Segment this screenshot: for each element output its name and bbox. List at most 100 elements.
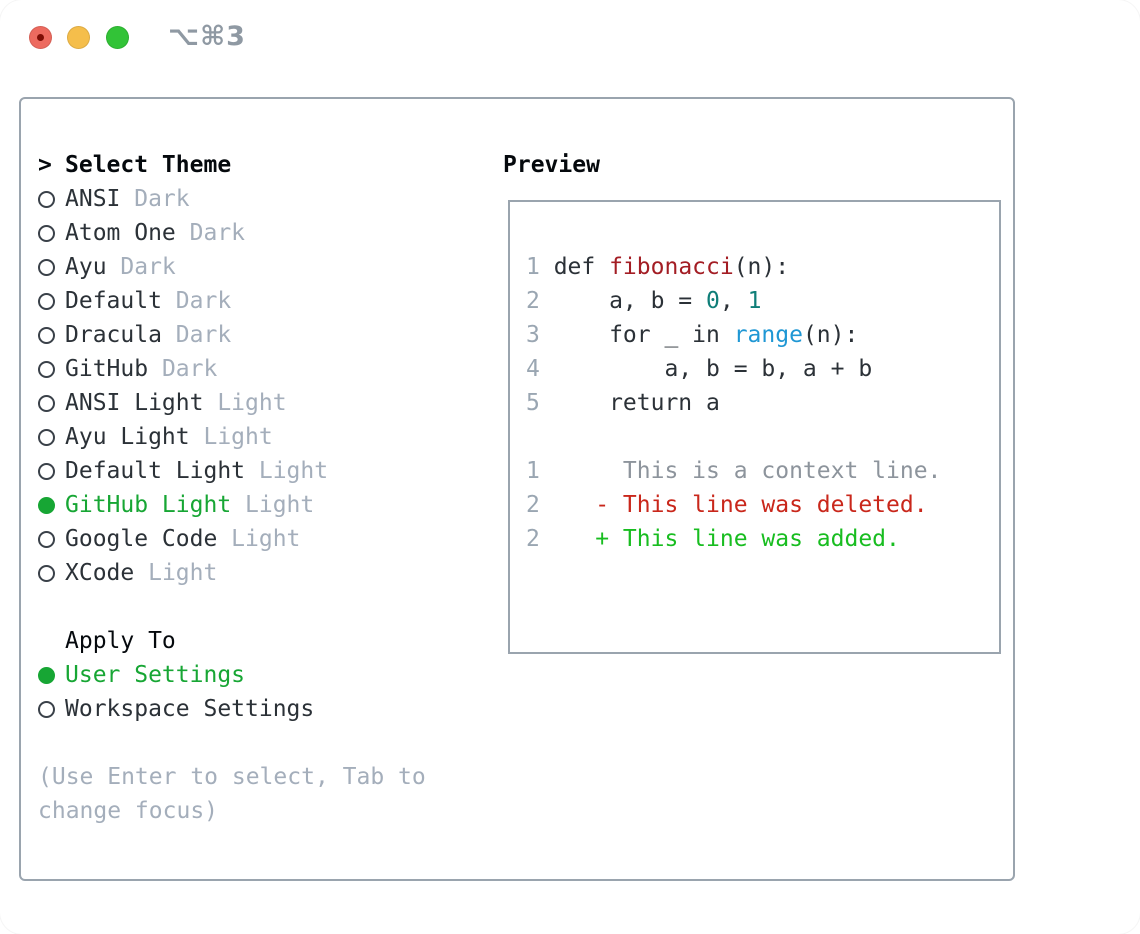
- code-token-number: 0: [706, 288, 720, 314]
- code-token-default: return a: [553, 390, 720, 416]
- theme-variant-label: Dark: [189, 220, 246, 246]
- theme-variant-label: Dark: [175, 288, 232, 314]
- code-token-default: ,: [719, 288, 748, 314]
- theme-item-ansi[interactable]: ANSI Dark: [38, 182, 426, 216]
- radio-icon: [38, 463, 55, 480]
- zoom-button[interactable]: [106, 26, 129, 49]
- code-line: 2 a, b = 0, 1: [526, 284, 999, 318]
- code-token-context: This is a context line.: [553, 458, 942, 484]
- theme-item-label: Dracula: [65, 322, 162, 348]
- theme-variant-label: Light: [217, 390, 287, 416]
- theme-item-label: ANSI Light: [65, 390, 204, 416]
- line-number: 1: [526, 458, 540, 484]
- theme-item-label: GitHub Light: [65, 492, 232, 518]
- code-token-deleted: - This line was deleted.: [595, 492, 928, 518]
- code-line: 3 for _ in range(n):: [526, 318, 999, 352]
- code-token-number: 1: [747, 288, 762, 314]
- theme-variant-label: Light: [148, 560, 218, 586]
- code-token-context: [554, 526, 596, 552]
- theme-variant-label: Dark: [161, 356, 218, 382]
- theme-variant-label: Dark: [175, 322, 232, 348]
- apply-option-label: Workspace Settings: [65, 696, 315, 722]
- code-token-default: for _ in: [553, 322, 734, 348]
- theme-item-label: ANSI: [65, 186, 121, 212]
- hint-line-1: (Use Enter to select, Tab to: [38, 764, 426, 790]
- diff-preview: 1 This is a context line.2 - This line w…: [526, 454, 999, 556]
- code-token-default: a, b =: [553, 288, 707, 314]
- radio-selected-icon: [38, 497, 55, 514]
- apply-to-title-row: Apply To: [38, 624, 426, 658]
- theme-variant-label: Dark: [120, 254, 176, 280]
- radio-selected-icon: [38, 667, 55, 684]
- line-number: 2: [526, 526, 540, 552]
- code-token-default: (n):: [802, 322, 859, 348]
- radio-icon: [38, 531, 55, 548]
- apply-option-user-settings[interactable]: User Settings: [38, 658, 426, 692]
- minimize-button[interactable]: [67, 26, 90, 49]
- close-button[interactable]: [29, 26, 52, 49]
- diff-line: 2 - This line was deleted.: [526, 488, 999, 522]
- theme-item-atom-one[interactable]: Atom One Dark: [38, 216, 426, 250]
- radio-icon: [38, 565, 55, 582]
- theme-item-github[interactable]: GitHub Dark: [38, 352, 426, 386]
- radio-icon: [38, 259, 55, 276]
- line-number: 3: [526, 322, 540, 348]
- apply-to-title: Apply To: [65, 628, 176, 654]
- radio-icon: [38, 361, 55, 378]
- picker-title-row: > Select Theme: [38, 148, 426, 182]
- theme-item-github-light[interactable]: GitHub Light Light: [38, 488, 426, 522]
- line-number: 2: [526, 288, 540, 314]
- theme-item-label: XCode: [65, 560, 135, 586]
- theme-item-default[interactable]: Default Dark: [38, 284, 426, 318]
- code-token-function: fibonacci: [609, 254, 734, 280]
- cursor-arrow-icon: >: [38, 152, 52, 178]
- radio-icon: [38, 429, 55, 446]
- title-bar: ⌥⌘3: [0, 0, 1140, 75]
- radio-icon: [38, 395, 55, 412]
- theme-item-xcode[interactable]: XCode Light: [38, 556, 426, 590]
- theme-variant-label: Dark: [134, 186, 190, 212]
- code-line: 4 a, b = b, a + b: [526, 352, 999, 386]
- code-token-default: def: [553, 254, 610, 280]
- theme-item-label: Default: [65, 288, 162, 314]
- theme-variant-label: Light: [203, 424, 273, 450]
- radio-icon: [38, 293, 55, 310]
- theme-variant-label: Light: [258, 458, 329, 484]
- theme-item-label: Ayu: [65, 254, 107, 280]
- line-number: 4: [526, 356, 540, 382]
- diff-line: 2 + This line was added.: [526, 522, 999, 556]
- theme-item-ansi-light[interactable]: ANSI Light Light: [38, 386, 426, 420]
- radio-icon: [38, 191, 55, 208]
- theme-item-label: Ayu Light: [65, 424, 190, 450]
- theme-item-ayu[interactable]: Ayu Dark: [38, 250, 426, 284]
- theme-item-ayu-light[interactable]: Ayu Light Light: [38, 420, 426, 454]
- diff-line: 1 This is a context line.: [526, 454, 999, 488]
- code-line: 5 return a: [526, 386, 999, 420]
- theme-item-label: Atom One: [65, 220, 176, 246]
- code-token-added: + This line was added.: [595, 526, 900, 552]
- theme-variant-label: Light: [245, 492, 315, 518]
- hint-line-2: change focus): [38, 798, 219, 824]
- unsaved-dot-icon: [37, 34, 44, 41]
- line-number: 5: [526, 390, 540, 416]
- preview-title: Preview: [503, 152, 600, 178]
- radio-icon: [38, 225, 55, 242]
- code-token-default: a, b = b, a + b: [553, 356, 873, 382]
- apply-option-workspace-settings[interactable]: Workspace Settings: [38, 692, 426, 726]
- radio-icon: [38, 327, 55, 344]
- picker-title: Select Theme: [65, 152, 232, 178]
- theme-item-dracula[interactable]: Dracula Dark: [38, 318, 426, 352]
- line-number: 2: [526, 492, 540, 518]
- theme-item-label: GitHub: [65, 356, 149, 382]
